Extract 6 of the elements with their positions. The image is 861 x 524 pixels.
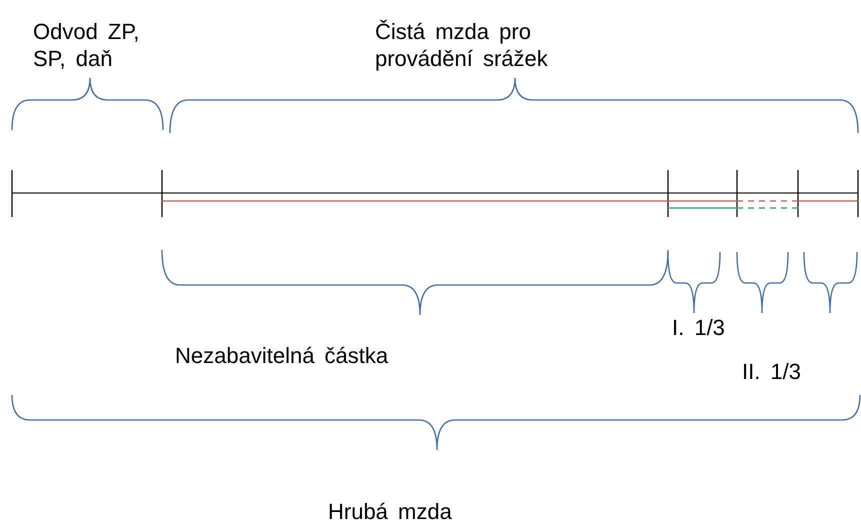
annotation-label: Hrubá mzda <box>328 498 453 524</box>
annotation-label: Nezabavitelná částka <box>175 342 390 369</box>
annotation-label: Odvod ZP, SP, daň <box>33 18 140 72</box>
annotation-label: II. 1/3 <box>742 358 802 385</box>
annotation-label: Čistá mzda pro provádění srážek <box>375 18 549 72</box>
annotation-label: I. 1/3 <box>672 314 726 341</box>
